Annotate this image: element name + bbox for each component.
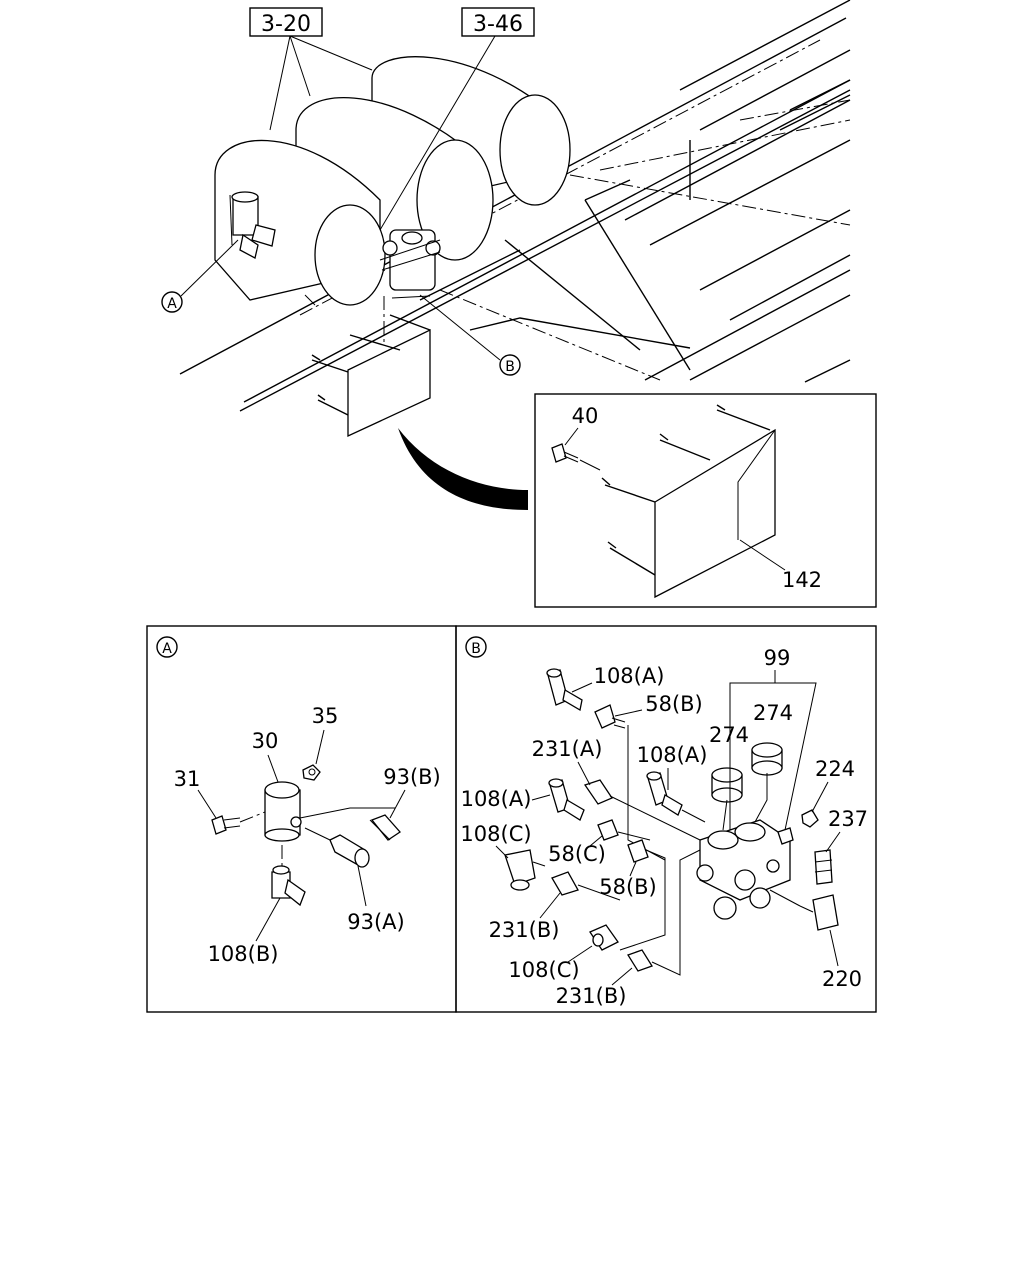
fitting-108a-top	[546, 668, 583, 712]
fitting-108a-right	[646, 771, 706, 823]
bolt-40	[551, 443, 601, 471]
label-108c-2: 108(C)	[508, 958, 579, 982]
caps-274	[711, 742, 783, 831]
label-274-left: 274	[709, 723, 749, 747]
chassis-overview: 3-20 3-46 A B	[161, 0, 851, 510]
label-274-top: 274	[753, 701, 793, 725]
label-231b-2: 231(B)	[556, 984, 627, 1008]
detail-panel-a: A	[146, 625, 457, 1013]
label-108b: 108(B)	[208, 942, 279, 966]
fitting-231b-mid	[551, 871, 621, 901]
ref-box-3-20: 3-20	[249, 7, 373, 131]
panel-a-marker: A	[162, 641, 172, 657]
fitting-58b-mid	[619, 839, 666, 951]
connector-237	[814, 849, 833, 885]
panel-b-marker: B	[471, 641, 481, 657]
label-40: 40	[572, 404, 599, 428]
marker-a[interactable]: A	[161, 239, 239, 313]
nut-35	[302, 729, 325, 781]
fitting-108a-mid	[548, 778, 585, 821]
inset-arrow	[398, 428, 528, 510]
label-142: 142	[782, 568, 822, 592]
fitting-231b-low	[627, 849, 701, 976]
valve-cover	[311, 314, 431, 438]
label-220: 220	[822, 967, 862, 991]
label-31: 31	[174, 767, 201, 791]
fitting-108c-left	[504, 849, 546, 891]
label-237: 237	[828, 807, 868, 831]
plug-224	[801, 809, 819, 828]
fitting-108c-low	[589, 924, 619, 951]
fitting-93b	[369, 814, 401, 841]
ref-box-3-46: 3-46	[379, 7, 535, 231]
label-30: 30	[252, 729, 279, 753]
label-93a: 93(A)	[347, 910, 404, 934]
valve-assembly-b	[379, 229, 441, 345]
bracket-99	[729, 670, 817, 831]
bolt-31	[211, 811, 266, 835]
air-tanks	[214, 56, 571, 306]
marker-b[interactable]: B	[419, 294, 521, 376]
connector-220	[769, 889, 839, 931]
label-108c-1: 108(C)	[460, 822, 531, 846]
label-231a: 231(A)	[532, 737, 603, 761]
label-58b-1: 58(B)	[645, 692, 703, 716]
relay-valve	[696, 819, 794, 920]
svg-text:A: A	[167, 296, 177, 312]
label-224: 224	[815, 757, 855, 781]
label-108a-1: 108(A)	[594, 664, 665, 688]
label-35: 35	[312, 704, 339, 728]
ref-3-20-text: 3-20	[261, 12, 311, 37]
label-58b-2: 58(B)	[599, 875, 657, 899]
ref-3-46-text: 3-46	[473, 12, 523, 37]
detail-panel-b: B	[455, 625, 877, 1013]
svg-text:B: B	[505, 359, 515, 375]
fitting-93a	[304, 827, 370, 868]
fitting-231a	[583, 779, 701, 841]
cover-inset: 40 142	[534, 393, 877, 608]
label-99: 99	[764, 646, 791, 670]
label-108a-3: 108(A)	[461, 787, 532, 811]
label-231b-1: 231(B)	[489, 918, 560, 942]
fitting-58c	[597, 819, 651, 841]
label-108a-2: 108(A)	[637, 743, 708, 767]
label-58c: 58(C)	[548, 842, 606, 866]
fitting-108b	[271, 865, 306, 907]
drain-cock-30	[264, 781, 395, 870]
label-93b: 93(B)	[383, 765, 441, 789]
